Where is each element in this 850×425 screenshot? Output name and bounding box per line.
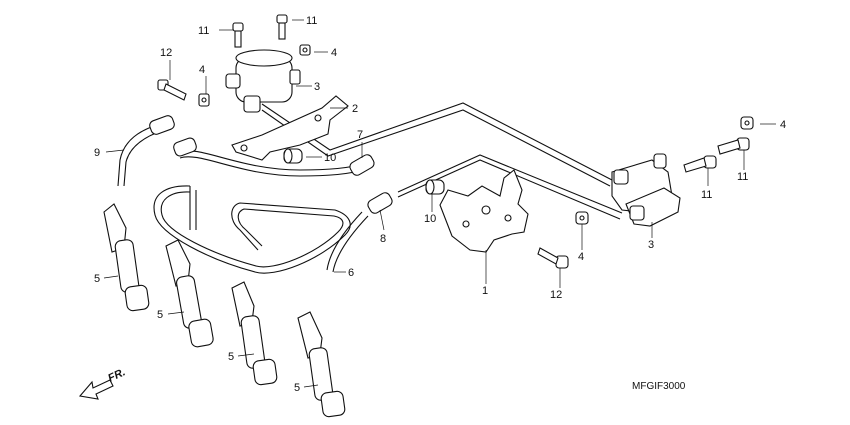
spark-plug-cap-4 bbox=[297, 311, 346, 418]
ignition-coil-left bbox=[225, 49, 301, 113]
bolt-2 bbox=[276, 14, 288, 40]
front-direction-marker: FR. bbox=[78, 366, 127, 400]
callout-3-b: 3 bbox=[648, 239, 654, 251]
bolt-3 bbox=[717, 137, 750, 155]
callout-12-b: 12 bbox=[550, 289, 562, 301]
callout-9: 9 bbox=[94, 147, 100, 159]
diagram-code: MFGIF3000 bbox=[632, 381, 686, 392]
callout-10-a: 10 bbox=[324, 152, 336, 164]
coil-bracket bbox=[231, 95, 349, 161]
front-label: FR. bbox=[106, 366, 127, 384]
callout-5-a: 5 bbox=[94, 273, 100, 285]
callout-4-c: 4 bbox=[780, 119, 786, 131]
callout-5-c: 5 bbox=[228, 351, 234, 363]
clip-1 bbox=[299, 44, 311, 56]
spark-plug-cap-3 bbox=[231, 281, 278, 386]
callout-8: 8 bbox=[380, 233, 386, 245]
clip-3 bbox=[740, 116, 754, 130]
bolt-1 bbox=[232, 22, 244, 48]
bolt-12-upper bbox=[157, 79, 187, 101]
callout-12-a: 12 bbox=[160, 47, 172, 59]
callout-5-b: 5 bbox=[157, 309, 163, 321]
grommet-left bbox=[283, 148, 303, 164]
callout-3-a: 3 bbox=[314, 81, 320, 93]
callout-10-b: 10 bbox=[424, 213, 436, 225]
bolt-4 bbox=[683, 155, 717, 173]
callout-4-b: 4 bbox=[199, 64, 205, 76]
callout-7: 7 bbox=[357, 129, 363, 141]
clip-4 bbox=[575, 211, 589, 225]
wire-harness bbox=[153, 102, 623, 274]
grommet-right bbox=[425, 179, 445, 195]
spark-plug-cap-2 bbox=[165, 239, 214, 348]
cap-8 bbox=[367, 192, 393, 214]
callout-5-d: 5 bbox=[294, 382, 300, 394]
leader-lines bbox=[103, 19, 776, 388]
callout-11-a: 11 bbox=[198, 25, 209, 37]
callout-4-a: 4 bbox=[331, 47, 337, 59]
callout-11-d: 11 bbox=[701, 189, 712, 201]
callout-labels: 11 11 4 12 4 3 2 7 10 9 4 11 11 3 4 12 1… bbox=[94, 15, 786, 394]
front-arrow-icon bbox=[78, 379, 114, 400]
spark-plug-cap-1 bbox=[103, 203, 150, 312]
callout-4-d: 4 bbox=[578, 251, 584, 263]
callout-1: 1 bbox=[482, 285, 488, 297]
callout-11-b: 11 bbox=[306, 15, 317, 27]
callout-6: 6 bbox=[348, 267, 354, 279]
clip-2 bbox=[198, 93, 210, 107]
ignition-coil-right bbox=[611, 153, 681, 227]
lead-wire-9 bbox=[117, 115, 197, 187]
bolt-12-lower bbox=[537, 247, 569, 269]
cap-7 bbox=[349, 154, 375, 176]
coil-mounting-bracket bbox=[439, 169, 529, 253]
callout-2: 2 bbox=[352, 103, 358, 115]
callout-11-c: 11 bbox=[737, 171, 748, 183]
